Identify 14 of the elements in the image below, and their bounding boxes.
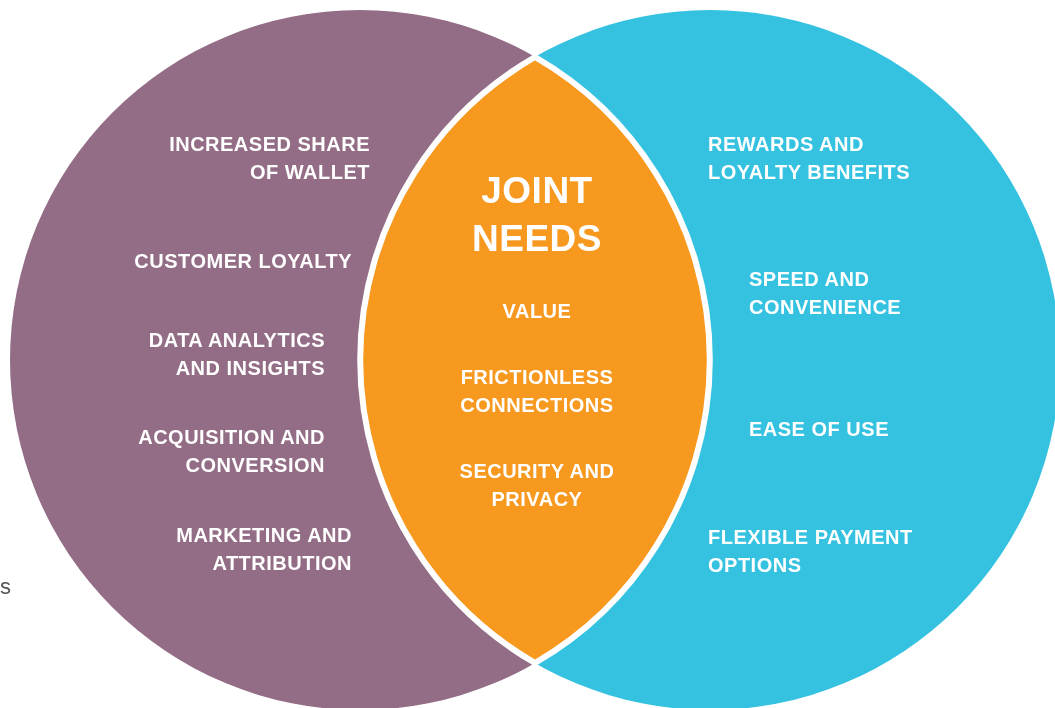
- venn-item: ACQUISITION AND CONVERSION: [137, 425, 325, 478]
- venn-item: FRICTIONLESS CONNECTIONS: [459, 365, 615, 418]
- venn-heading: JOINT NEEDS: [471, 169, 603, 261]
- venn-item: EASE OF USE: [749, 417, 890, 442]
- venn-item: SPEED AND CONVENIENCE: [749, 267, 903, 320]
- venn-item: REWARDS AND LOYALTY BENEFITS: [708, 132, 912, 185]
- venn-item: SECURITY AND PRIVACY: [458, 459, 616, 512]
- venn-item: MARKETING AND ATTRIBUTION: [175, 523, 352, 576]
- venn-item: DATA ANALYTICS AND INSIGHTS: [147, 328, 325, 381]
- venn-item: CUSTOMER LOYALTY: [133, 249, 352, 274]
- venn-item: FLEXIBLE PAYMENT OPTIONS: [708, 525, 914, 578]
- venn-item: INCREASED SHARE OF WALLET: [168, 132, 370, 185]
- venn-item: VALUE: [501, 299, 573, 324]
- cut-off-text: s: [0, 574, 11, 600]
